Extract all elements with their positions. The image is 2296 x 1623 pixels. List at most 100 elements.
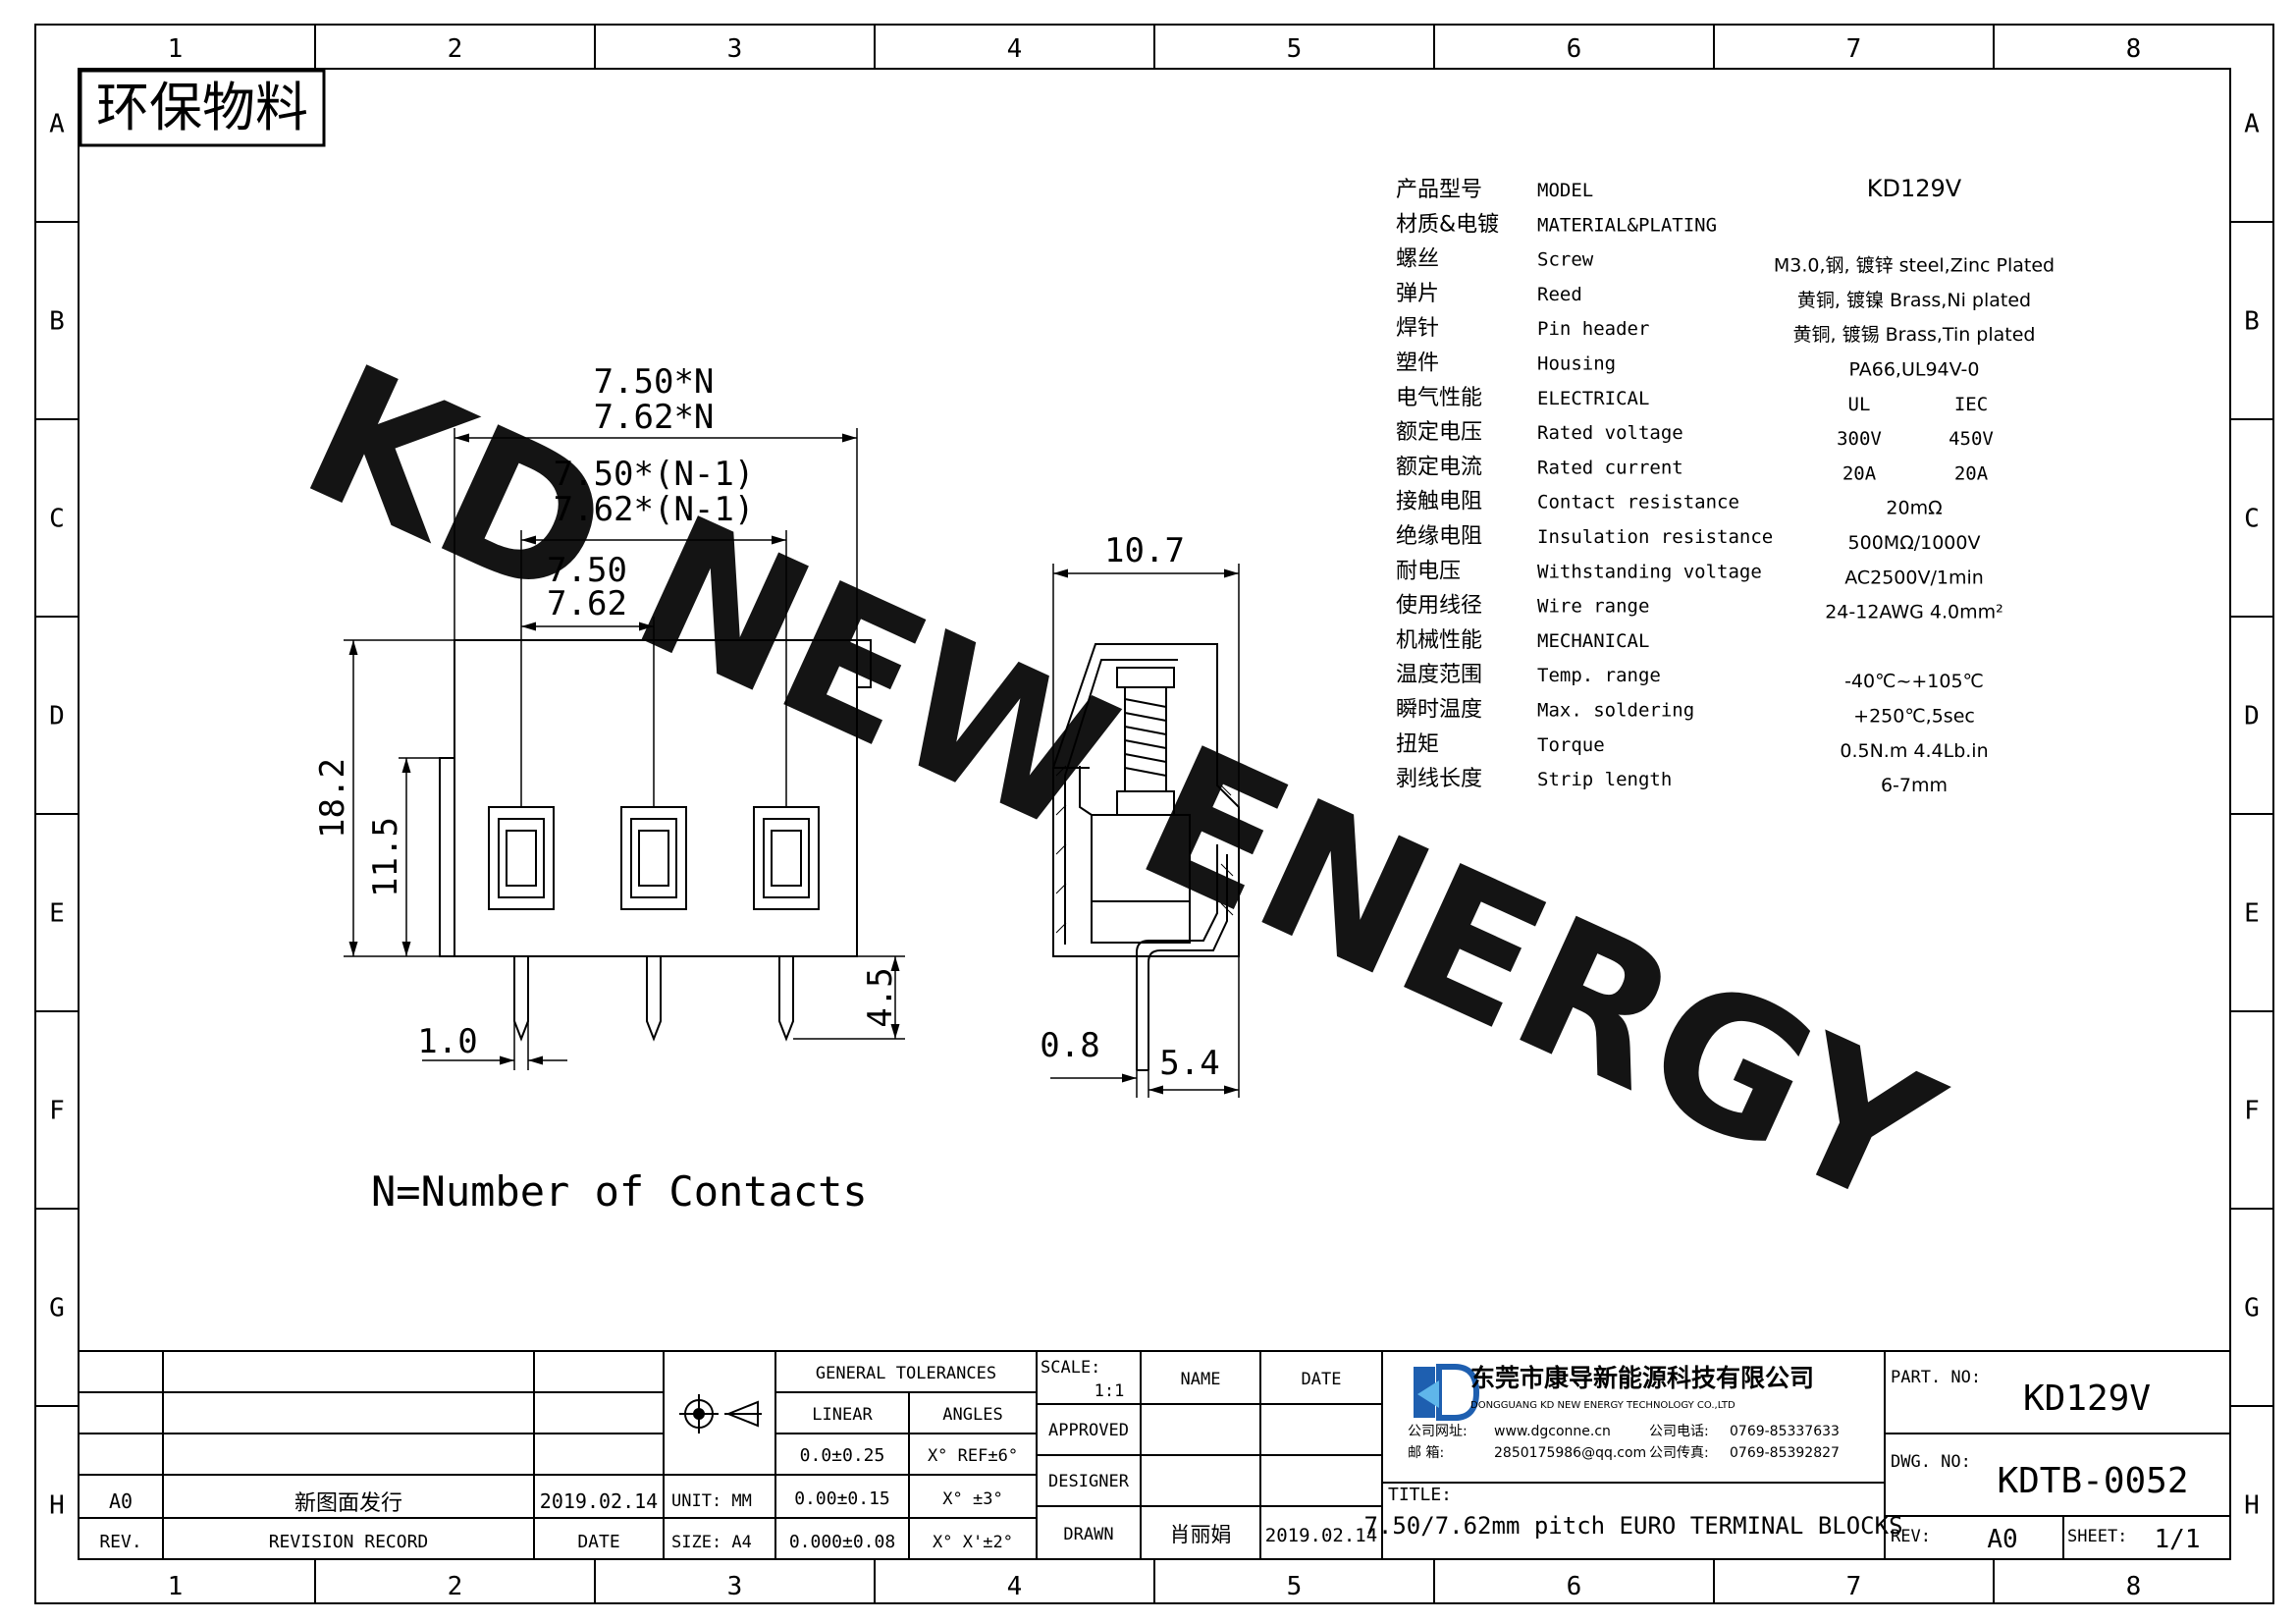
svg-text:新图面发行: 新图面发行 <box>294 1491 402 1516</box>
spec-cn-label: 耐电压 <box>1396 559 1461 583</box>
svg-text:NAME: NAME <box>1181 1370 1221 1389</box>
drawing-title: 7.50/7.62mm pitch EURO TERMINAL BLOCKS <box>1363 1512 1902 1540</box>
zone-col-label: 5 <box>1287 1572 1303 1601</box>
zone-row-label: A <box>49 110 65 139</box>
svg-text:REVISION RECORD: REVISION RECORD <box>269 1532 429 1552</box>
svg-text:DATE: DATE <box>1302 1370 1342 1389</box>
svg-text:PART. NO:: PART. NO: <box>1891 1368 1981 1387</box>
spec-cn-label: 机械性能 <box>1396 628 1482 653</box>
dim-height-total: 18.2 <box>313 758 352 839</box>
svg-text:X° X'±2°: X° X'±2° <box>933 1533 1013 1552</box>
dim-pin-length: 4.5 <box>861 967 900 1027</box>
pin-3 <box>778 956 794 1042</box>
spec-ul-value: 20A <box>1842 462 1877 484</box>
spec-value: 500MΩ/1000V <box>1848 532 1981 554</box>
spec-ul-value: 300V <box>1837 428 1882 450</box>
spec-cn-label: 材质&电镀 <box>1396 212 1499 237</box>
svg-text:X° ±3°: X° ±3° <box>942 1489 1002 1509</box>
spec-cn-label: 额定电流 <box>1396 455 1482 479</box>
dim-pitch-762: 7.62 <box>547 584 627 623</box>
part-number: KD129V <box>2023 1379 2151 1419</box>
zone-col-label: 6 <box>1567 34 1582 64</box>
zone-col-label: 1 <box>168 1572 184 1601</box>
spec-en-label: Strip length <box>1537 769 1672 790</box>
zone-row-label: A <box>2244 110 2260 139</box>
spec-value: 6-7mm <box>1881 775 1948 796</box>
zone-row-label: F <box>2244 1097 2260 1126</box>
zone-col-label: 3 <box>727 34 743 64</box>
zone-row-label: C <box>49 505 65 534</box>
zone-col-label: 3 <box>727 1572 743 1601</box>
spec-en-label: MECHANICAL <box>1537 630 1649 652</box>
svg-text:LINEAR: LINEAR <box>812 1405 873 1425</box>
spec-value: 黄铜, 镀锡 Brass,Tin plated <box>1792 324 2035 346</box>
zone-col-label: 2 <box>448 1572 463 1601</box>
zone-row-label: H <box>49 1491 65 1521</box>
svg-text:2850175986@qq.com: 2850175986@qq.com <box>1494 1445 1646 1461</box>
spec-cn-label: 螺丝 <box>1396 247 1439 272</box>
spec-value: M3.0,钢, 镀锌 steel,Zinc Plated <box>1774 255 2055 277</box>
svg-text:邮 箱:: 邮 箱: <box>1408 1445 1444 1461</box>
spec-cn-label: 扭矩 <box>1396 732 1439 757</box>
spec-cn-label: 焊针 <box>1396 316 1439 341</box>
zone-row-label: G <box>2244 1294 2260 1324</box>
spec-cn-label: 接触电阻 <box>1396 490 1482 514</box>
svg-text:1:1: 1:1 <box>1095 1381 1125 1401</box>
spec-value: -40℃~+105℃ <box>1844 671 1984 692</box>
dim-height-body: 11.5 <box>366 817 405 897</box>
spec-cn-label: 瞬时温度 <box>1396 698 1482 723</box>
spec-cn-label: 产品型号 <box>1396 178 1482 202</box>
svg-text:A0: A0 <box>1987 1525 2017 1554</box>
svg-text:0.00±0.15: 0.00±0.15 <box>794 1488 890 1509</box>
svg-text:公司传真:: 公司传真: <box>1649 1445 1709 1461</box>
spec-en-label: Contact resistance <box>1537 492 1739 514</box>
spec-en-label: Withstanding voltage <box>1537 561 1762 582</box>
spec-en-label: Temp. range <box>1537 665 1661 686</box>
zone-row-label: B <box>49 307 65 337</box>
svg-text:SCALE:: SCALE: <box>1041 1358 1100 1378</box>
dim-pin-width: 1.0 <box>417 1022 477 1061</box>
svg-text:肖丽娟: 肖丽娟 <box>1170 1523 1232 1546</box>
spec-cn-label: 额定电压 <box>1396 420 1482 445</box>
spec-value: KD129V <box>1867 175 1962 202</box>
spec-value: 黄铜, 镀镍 Brass,Ni plated <box>1797 290 2031 311</box>
spec-cn-label: 绝缘电阻 <box>1396 524 1482 549</box>
zone-col-label: 5 <box>1287 34 1303 64</box>
spec-value: +250℃,5sec <box>1853 706 1975 728</box>
zone-col-label: 8 <box>2126 34 2142 64</box>
svg-text:APPROVED: APPROVED <box>1048 1421 1129 1440</box>
zone-col-label: 7 <box>1846 34 1862 64</box>
contacts-note: N=Number of Contacts <box>371 1167 868 1216</box>
drawing-number: KDTB-0052 <box>1997 1461 2188 1501</box>
dim-overall-762: 7.62*N <box>594 398 715 437</box>
spec-iec-value: 20A <box>1954 462 1989 484</box>
zone-row-label: D <box>49 702 65 731</box>
spec-value: PA66,UL94V-0 <box>1849 359 1980 381</box>
zone-col-label: 4 <box>1007 1572 1023 1601</box>
stamp-text: 环保物料 <box>96 77 308 138</box>
zone-col-label: 7 <box>1846 1572 1862 1601</box>
spec-en-label: Pin header <box>1537 318 1649 340</box>
zone-row-label: F <box>49 1097 65 1126</box>
dim-pitch-750: 7.50 <box>547 551 627 590</box>
svg-text:0.000±0.08: 0.000±0.08 <box>789 1532 895 1552</box>
dim-pin-offset: 5.4 <box>1159 1044 1219 1083</box>
spec-en-label: Rated voltage <box>1537 422 1683 444</box>
svg-text:UNIT: MM: UNIT: MM <box>671 1491 752 1511</box>
zone-col-label: 2 <box>448 34 463 64</box>
svg-text:GENERAL TOLERANCES: GENERAL TOLERANCES <box>816 1364 996 1383</box>
spec-iec-value: IEC <box>1954 394 1988 415</box>
spec-en-label: Max. soldering <box>1537 700 1694 722</box>
svg-text:ANGLES: ANGLES <box>942 1405 1002 1425</box>
svg-text:TITLE:: TITLE: <box>1388 1485 1452 1505</box>
title-block-text: A0 新图面发行 2019.02.14 REV. REVISION RECORD… <box>99 1358 2200 1554</box>
svg-text:SHEET:: SHEET: <box>2067 1527 2127 1546</box>
wire-entry-1 <box>488 806 555 910</box>
watermark: KD NEW ENERGY <box>276 324 1967 1251</box>
title-block <box>78 1350 2231 1560</box>
dim-depth: 10.7 <box>1104 531 1185 570</box>
eco-material-stamp: 环保物料 <box>79 69 326 147</box>
company-logo <box>1414 1364 1480 1421</box>
svg-text:X° REF±6°: X° REF±6° <box>928 1446 1018 1466</box>
